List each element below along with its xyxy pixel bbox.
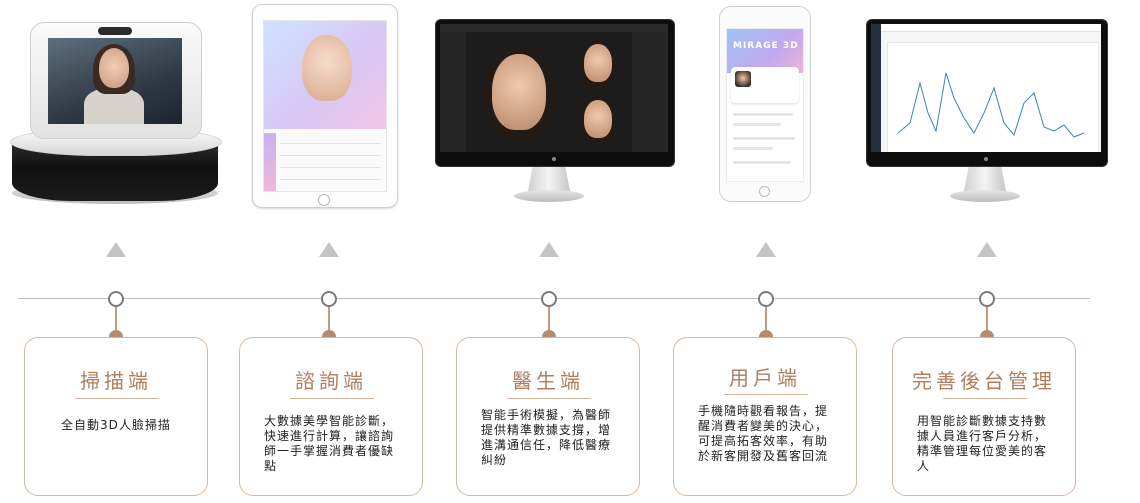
doctor-software-screen: [440, 24, 668, 152]
monitor-logo: [984, 157, 988, 161]
card-title: 掃描端: [80, 369, 152, 393]
card-divider: [943, 398, 1027, 399]
timeline-connector: [765, 307, 767, 335]
dashboard-sidebar: [871, 24, 881, 152]
avatar: [735, 71, 751, 87]
step-card-consult: 諮詢端 大數據美學智能診斷，快速進行計算，讓諮詢師一手掌握消費者優缺點: [239, 337, 423, 496]
tablet-row: [280, 167, 380, 168]
card-title: 諮詢端: [295, 369, 367, 393]
timeline-node-icon: [979, 291, 995, 307]
card-divider: [290, 398, 374, 399]
step-card-backend: 完善後台管理 用智能診斷數據支持數據人員進行客戶分析，精準管理每位愛美的客人: [892, 337, 1076, 496]
phone-row: [733, 147, 773, 150]
up-arrow-icon: [319, 242, 339, 257]
phone-home-button: [759, 186, 770, 197]
card-title: 醫生端: [512, 369, 584, 393]
model-face-small: [584, 100, 612, 138]
model-face-front: [492, 54, 546, 130]
software-left-panel: [440, 32, 466, 152]
card-description: 手機隨時觀看報告，提醒消費者變美的決心，可提高拓客效率，有助於新客開發及舊客回流: [698, 404, 829, 463]
phone-screen: MIRAGE 3D: [726, 28, 804, 182]
kiosk-person-face: [99, 48, 129, 88]
card-divider: [75, 398, 159, 399]
up-arrow-icon: [756, 242, 776, 257]
tablet-face-model: [302, 35, 352, 101]
monitor-stand-foot: [514, 190, 584, 202]
dashboard-topbar: [881, 24, 1101, 32]
phone-brand-logo: MIRAGE 3D: [733, 41, 799, 51]
tablet-screen: [263, 20, 387, 192]
card-title: 完善後台管理: [912, 369, 1056, 393]
timeline-node-icon: [108, 291, 124, 307]
kiosk-camera: [98, 27, 132, 35]
up-arrow-icon: [106, 242, 126, 257]
timeline-connector: [548, 307, 550, 335]
step-card-doctor: 醫生端 智能手術模擬，為醫師提供精準數據支撐，增進溝通信任，降低醫療糾紛: [456, 337, 640, 496]
timeline-connector: [328, 307, 330, 335]
card-description: 全自動3D人臉掃描: [61, 418, 171, 432]
tablet-row: [280, 143, 380, 144]
tablet-side-bar: [264, 133, 276, 191]
dashboard-line-chart: [897, 72, 1085, 138]
step-card-user: 用戶端 手機隨時觀看報告，提醒消費者變美的決心，可提高拓客效率，有助於新客開發及…: [673, 337, 857, 496]
dashboard-series-line: [897, 72, 1085, 138]
card-description: 用智能診斷數據支持數據人員進行客戶分析，精準管理每位愛美的客人: [917, 414, 1048, 473]
model-face-small: [584, 44, 612, 82]
tablet-row: [280, 179, 380, 180]
software-toolbar: [440, 24, 668, 32]
tablet-row: [280, 155, 380, 156]
kiosk-screen: [48, 38, 182, 124]
phone-row: [733, 161, 791, 164]
timeline-connector: [986, 307, 988, 335]
dashboard-screen: [871, 24, 1101, 152]
up-arrow-icon: [539, 242, 559, 257]
tablet-face-panel: [264, 21, 386, 129]
timeline-node-icon: [541, 291, 557, 307]
card-description: 智能手術模擬，為醫師提供精準數據支撐，增進溝通信任，降低醫療糾紛: [481, 408, 612, 467]
timeline-connector: [115, 307, 117, 335]
tablet-home-button: [318, 194, 330, 206]
monitor-stand-foot: [950, 190, 1020, 202]
phone-header: MIRAGE 3D: [727, 29, 803, 73]
phone-row: [733, 137, 795, 140]
phone-row: [733, 123, 781, 126]
card-description: 大數據美學智能診斷，快速進行計算，讓諮詢師一手掌握消費者優缺點: [264, 414, 395, 473]
kiosk-person-body: [84, 88, 144, 124]
monitor-logo: [552, 157, 556, 161]
phone-row: [733, 113, 793, 116]
step-card-scan: 掃描端 全自動3D人臉掃描: [24, 337, 208, 496]
dashboard-chart-panel: [887, 42, 1099, 152]
card-title: 用戶端: [729, 366, 801, 390]
timeline-node-icon: [758, 291, 774, 307]
tablet-analysis-panel: [264, 129, 386, 191]
card-divider: [507, 398, 591, 399]
up-arrow-icon: [977, 242, 997, 257]
timeline-node-icon: [321, 291, 337, 307]
card-divider: [724, 394, 808, 395]
software-right-panel: [632, 32, 668, 152]
